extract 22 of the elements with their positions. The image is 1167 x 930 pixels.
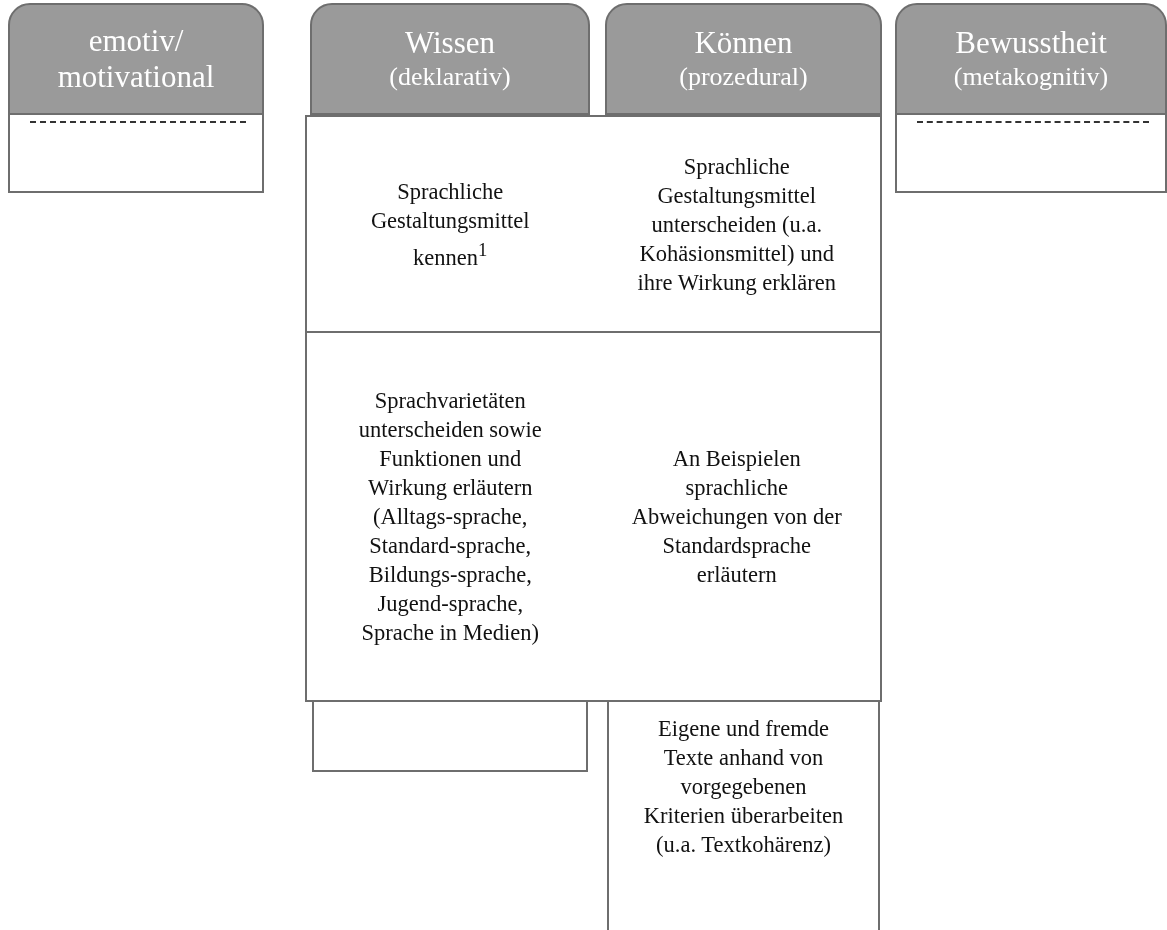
header-tab — [895, 3, 1167, 115]
header-title: emotiv/ motivational — [56, 23, 216, 95]
header-subtitle: (deklarativ) — [388, 61, 512, 93]
header-tab — [310, 3, 590, 115]
header-tab — [8, 3, 264, 115]
competence-text: Sprachliche Gestaltungsmittel unterscheiden (u.a. Kohäsionsmittel) und ihre Wirkung erklären — [636, 152, 838, 297]
column-box — [895, 115, 1167, 193]
header-subtitle: (prozedural) — [678, 61, 809, 93]
header-title: Wissen — [404, 25, 496, 61]
competence-text: Sprachvarietäten unterscheiden sowie Funktionen und Wirkung erläutern (Alltags-sprache, Standard-sprache, Bildungs-sprache, Jugend-sprache, Sprache in Medien) — [357, 387, 543, 647]
column-box — [8, 115, 264, 193]
competence-text: Sprachliche Gestaltungsmittel kennen$^{1}$ — [369, 177, 531, 272]
header-title: Können — [693, 25, 794, 61]
header-subtitle: (metakognitiv) — [952, 61, 1110, 93]
row-box — [305, 331, 882, 702]
header-tab — [605, 3, 882, 115]
competence-text: An Beispielen sprachliche Abweichungen von der Standardsprache erläutern — [630, 445, 843, 589]
header-title: Bewusstheit — [954, 25, 1108, 61]
competence-text: Eigene und fremde Texte anhand von vorgegebenen Kriterien überarbeiten (u.a. Textkohärenz) — [642, 715, 845, 859]
row-box — [305, 115, 882, 333]
column-box — [312, 702, 588, 772]
column-box — [607, 702, 880, 930]
